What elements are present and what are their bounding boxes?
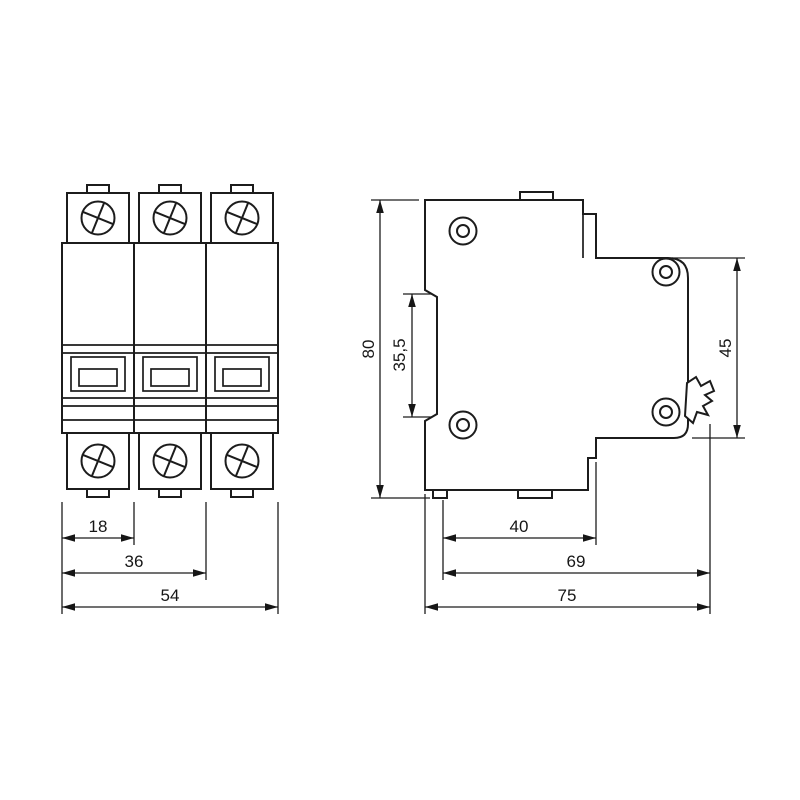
toggle-window-3: [214, 356, 270, 392]
terminal-screw-bottom-2: [147, 438, 193, 484]
toggle-window-2: [142, 356, 198, 392]
toggle-handle-1: [78, 368, 118, 387]
toggle-handle-2: [150, 368, 190, 387]
dim-label-total-height: 80: [359, 340, 378, 359]
dim-label-two-modules: 36: [125, 552, 144, 571]
terminal-screw-bottom-3: [219, 438, 265, 484]
dim-label-lobe-height: 45: [716, 339, 735, 358]
dim-label-module-width: 18: [89, 517, 108, 536]
front-face-lines: [62, 344, 278, 421]
terminal-screw-top-1: [75, 195, 121, 241]
front-dimensions: 18 36 54: [61, 502, 279, 614]
din-clip-latch: [683, 375, 716, 425]
front-bottom-tab-2: [158, 488, 182, 498]
front-bottom-tab-1: [86, 488, 110, 498]
dim-label-depth-69: 69: [567, 552, 586, 571]
side-foot-left: [432, 489, 448, 499]
side-foot-center: [517, 489, 553, 499]
terminal-screw-top-3: [219, 195, 265, 241]
dim-label-total-depth: 75: [558, 586, 577, 605]
front-view: [61, 184, 279, 498]
side-view: [424, 191, 716, 499]
terminal-screw-top-2: [147, 195, 193, 241]
dim-label-depth-40: 40: [510, 517, 529, 536]
toggle-windows: [70, 356, 270, 392]
front-top-tab-2: [158, 184, 182, 194]
front-top-tab-3: [230, 184, 254, 194]
side-top-tab: [519, 191, 554, 201]
front-top-tab-1: [86, 184, 110, 194]
side-dimensions: 80 35,5 45 40 69 75: [359, 199, 745, 614]
terminal-screw-bottom-1: [75, 438, 121, 484]
front-bottom-tab-3: [230, 488, 254, 498]
toggle-window-1: [70, 356, 126, 392]
toggle-handle-3: [222, 368, 262, 387]
front-housing-outline: [61, 242, 279, 434]
dim-label-total-width: 54: [161, 586, 180, 605]
dim-label-din-recess: 35,5: [390, 338, 409, 371]
